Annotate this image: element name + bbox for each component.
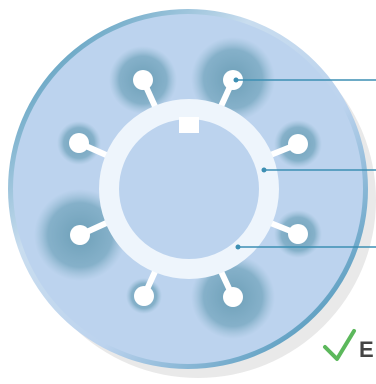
caption-text: E xyxy=(359,336,376,364)
antibiotic-disk xyxy=(69,133,89,153)
antibiotic-disk xyxy=(70,225,90,245)
checkmark-icon xyxy=(325,331,354,359)
antibiotic-disk xyxy=(288,134,308,154)
antibiotic-disk xyxy=(223,287,243,307)
leader-dot xyxy=(236,245,241,250)
antibiotic-disk xyxy=(288,224,308,244)
leader-dot xyxy=(262,168,267,173)
antibiotic-disk xyxy=(134,286,154,306)
leader-dot xyxy=(234,78,239,83)
petri-dish-agar xyxy=(13,14,363,364)
antibiotic-disk xyxy=(133,70,153,90)
ring-notch xyxy=(179,117,199,133)
